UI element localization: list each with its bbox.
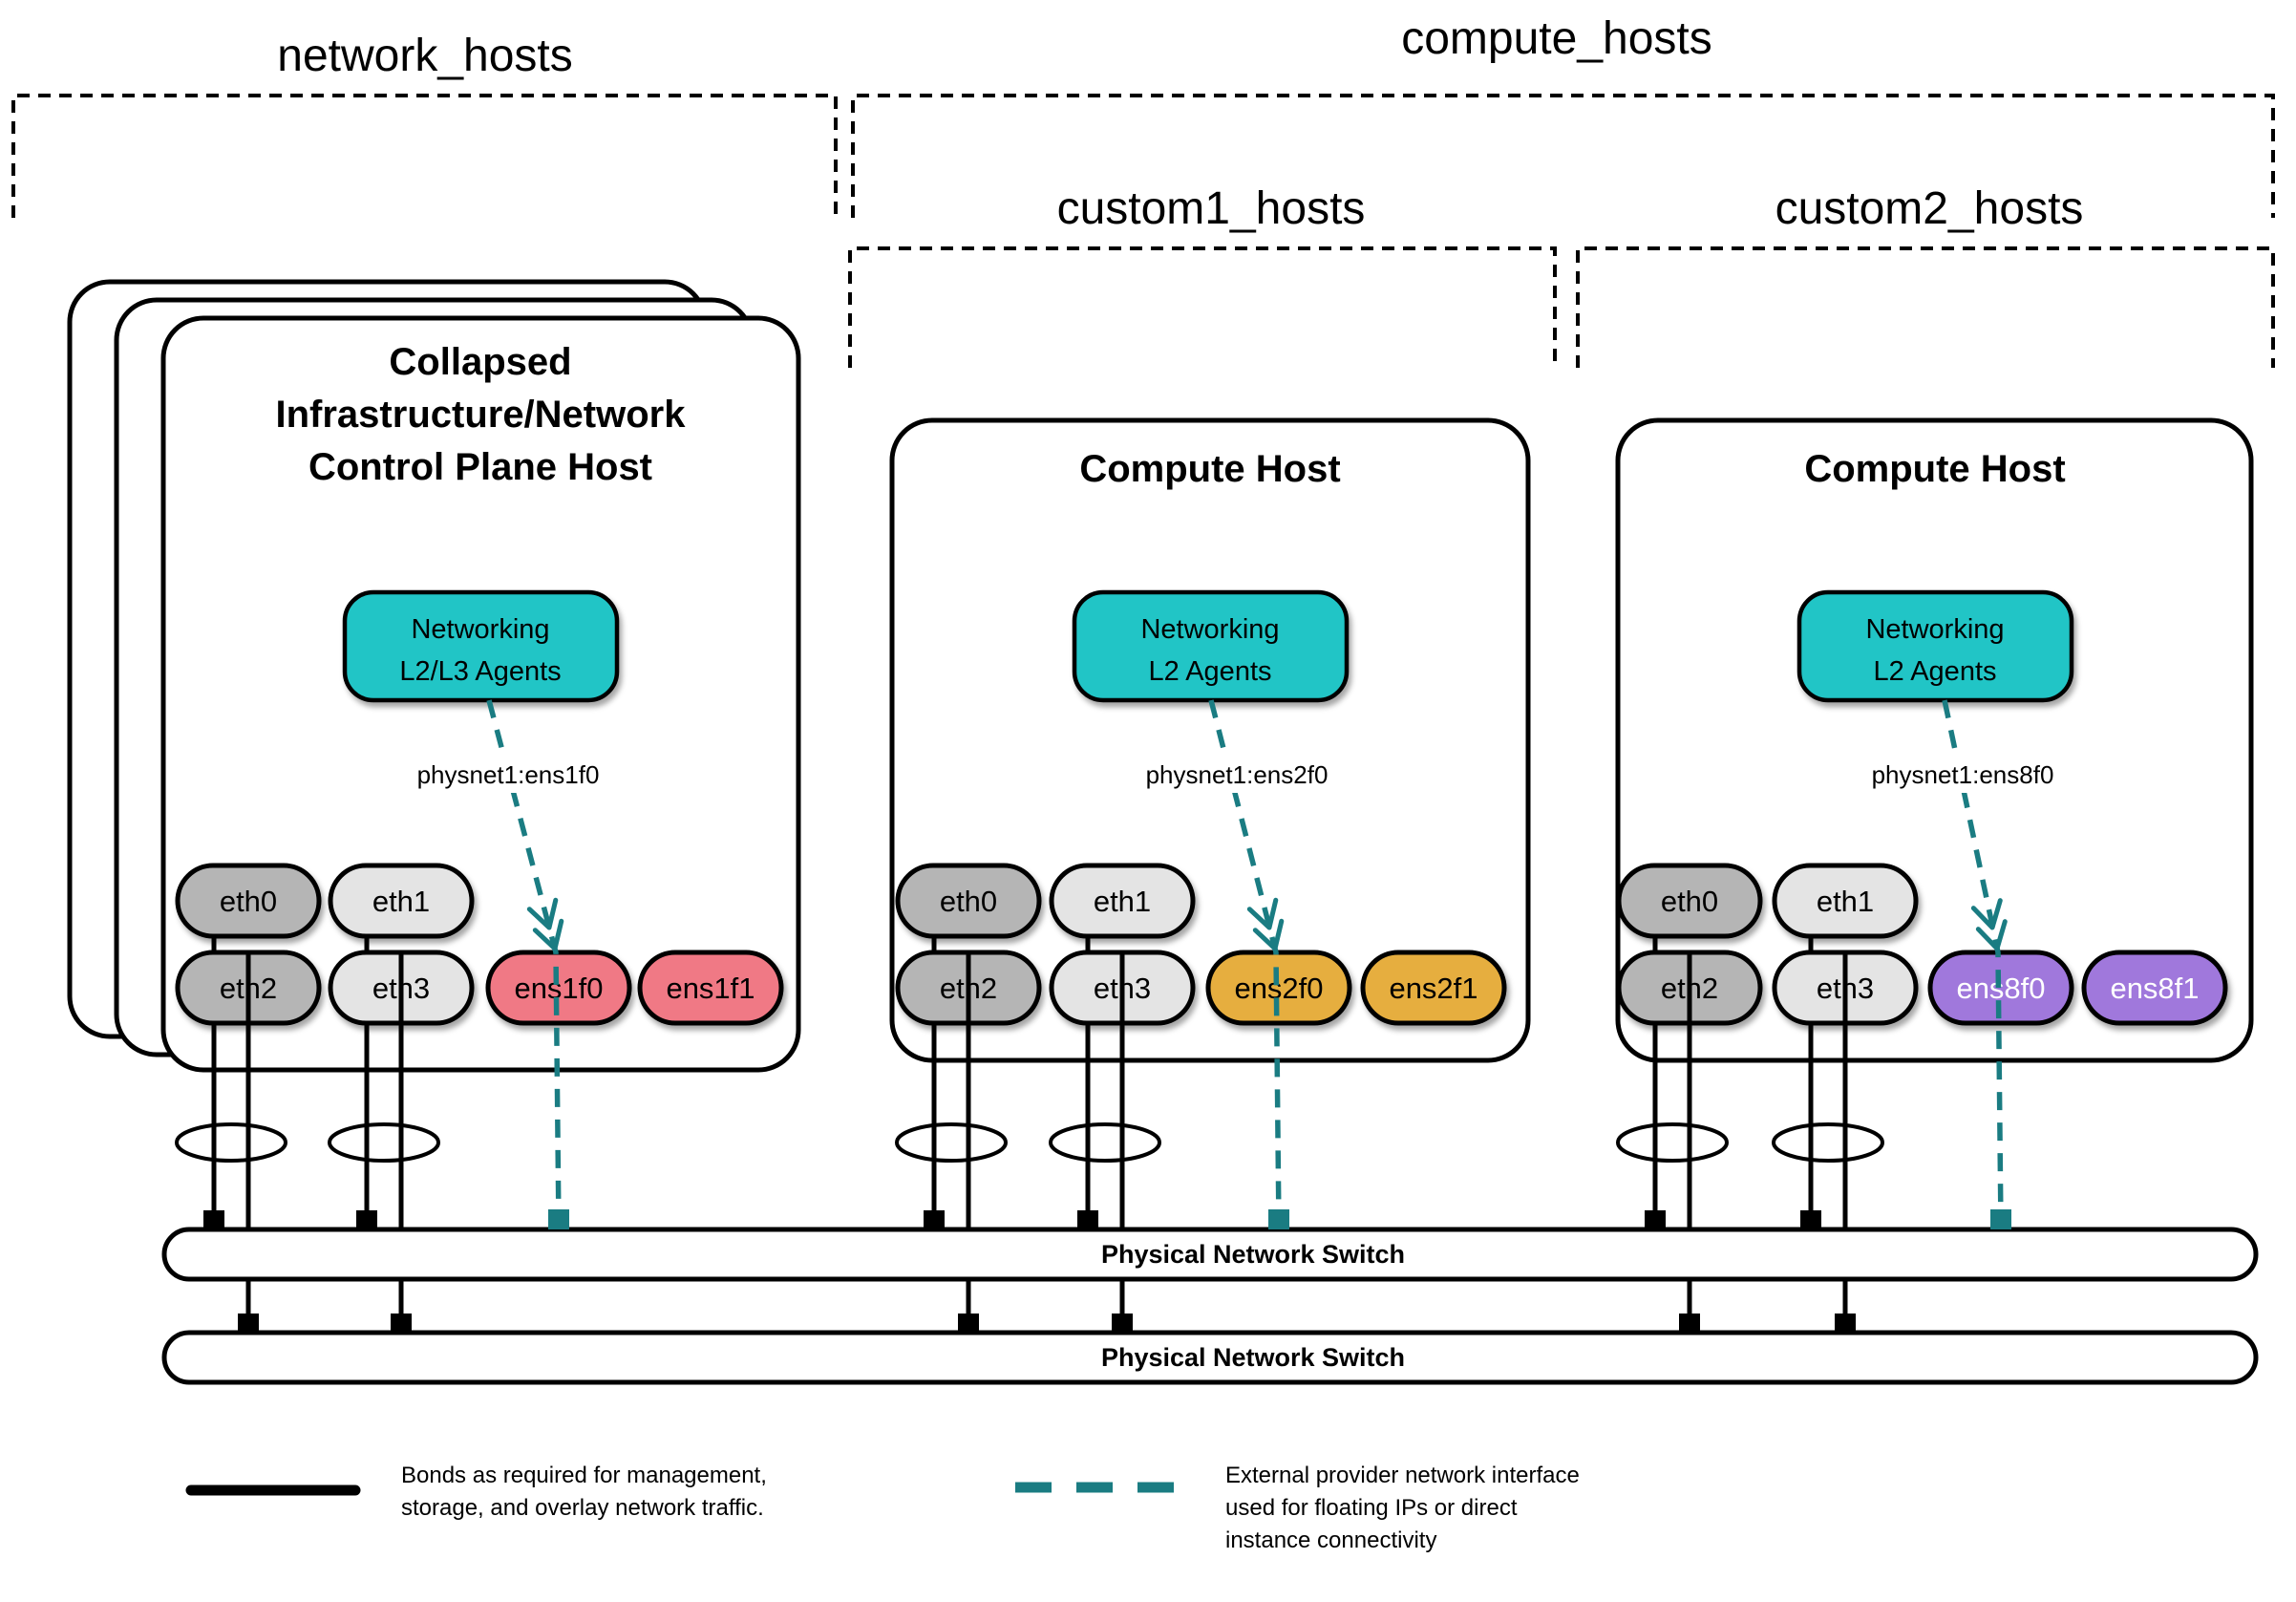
physnet-label-compute2: physnet1:ens8f0 — [1872, 760, 2054, 789]
switch2-label: Physical Network Switch — [1101, 1343, 1405, 1372]
nic-pill-compute1-eth0 — [895, 863, 1042, 939]
nic-label: ens8f1 — [2110, 972, 2199, 1005]
arrowhead-chevron — [1252, 918, 1285, 951]
connector-square — [1112, 1314, 1133, 1333]
physnet-label-bg — [1132, 753, 1342, 793]
physnet-label-infra: physnet1:ens1f0 — [417, 760, 600, 789]
provider-arrow-compute2 — [1942, 699, 2004, 1228]
arrowhead-chevron — [532, 918, 564, 951]
nic-pill-infra-eth1 — [328, 863, 475, 939]
bond-ellipse — [328, 1122, 440, 1163]
nic-pill-infra-ens1f1 — [637, 950, 784, 1026]
bond-ellipse — [895, 1122, 1008, 1163]
connector-square — [1835, 1314, 1856, 1333]
legend-provider-text-line2: used for floating IPs or direct — [1225, 1495, 1518, 1521]
nic-label: eth2 — [220, 972, 277, 1005]
agent-box-compute1 — [1072, 589, 1350, 703]
arrowhead-chevron — [1246, 897, 1279, 930]
bond-ellipse — [1616, 1122, 1729, 1163]
host-infra-title-line2: Infrastructure/Network — [276, 394, 687, 436]
connector-square — [958, 1314, 979, 1333]
bracket-network-hosts — [11, 94, 838, 218]
nic-label: eth3 — [1817, 972, 1874, 1005]
connector-square — [391, 1314, 412, 1333]
provider-connector-square — [1990, 1209, 2011, 1229]
bond-ellipse — [175, 1122, 287, 1163]
switch1-label: Physical Network Switch — [1101, 1240, 1405, 1269]
agent-box-infra — [342, 589, 620, 703]
nic-label: eth1 — [1094, 885, 1151, 918]
agent-label: Networking — [1865, 614, 2004, 645]
connector-square — [238, 1314, 259, 1333]
nic-pill-compute2-eth0 — [1616, 863, 1763, 939]
agent-label: Networking — [1140, 614, 1279, 645]
agent-label: L2 Agents — [1874, 656, 1997, 687]
legend-provider-text-line1: External provider network interface — [1225, 1463, 1580, 1488]
switch2-bar — [161, 1330, 2259, 1385]
nic-pill-infra-eth0 — [175, 863, 322, 939]
agent-box-compute2 — [1796, 589, 2074, 703]
connector-square — [1645, 1210, 1666, 1229]
provider-arrow-compute1 — [1208, 699, 1282, 1228]
provider-connector-square — [548, 1209, 569, 1229]
physnet-label-bg — [403, 753, 613, 793]
host-compute1-title: Compute Host — [1079, 448, 1340, 490]
agent-label: Networking — [411, 614, 549, 645]
legend-bond-text-line2: storage, and overlay network traffic. — [401, 1495, 764, 1521]
agent-label: L2 Agents — [1149, 656, 1272, 687]
group-label-compute-hosts: compute_hosts — [1401, 13, 1712, 64]
legend-bond-text-line1: Bonds as required for management, — [401, 1463, 767, 1488]
nic-label: eth0 — [220, 885, 277, 918]
bracket-custom1-hosts — [848, 246, 1557, 368]
nic-label: ens2f1 — [1389, 972, 1478, 1005]
nic-label: eth1 — [372, 885, 430, 918]
host-compute2-title: Compute Host — [1804, 448, 2065, 490]
provider-connector-square — [1268, 1209, 1289, 1229]
nic-pill-compute1-eth1 — [1049, 863, 1196, 939]
agent-label: L2/L3 Agents — [399, 656, 561, 687]
arrowhead-chevron — [1975, 919, 2008, 951]
nic-pill-compute2-eth1 — [1772, 863, 1919, 939]
connector-square — [924, 1210, 945, 1229]
nic-label: eth2 — [1661, 972, 1718, 1005]
bond-ellipse — [1049, 1122, 1161, 1163]
nic-label: eth3 — [1094, 972, 1151, 1005]
connector-square — [203, 1210, 224, 1229]
nic-pill-compute1-ens2f1 — [1360, 950, 1507, 1026]
nic-label: eth1 — [1817, 885, 1874, 918]
host-infra-title-line1: Collapsed — [389, 341, 571, 383]
connector-square — [1800, 1210, 1821, 1229]
physnet-label-compute1: physnet1:ens2f0 — [1146, 760, 1329, 789]
group-label-custom2-hosts: custom2_hosts — [1775, 183, 2084, 234]
nic-pill-compute1-ens2f0 — [1205, 950, 1352, 1026]
nic-pill-compute2-ens8f1 — [2081, 950, 2228, 1026]
connector-square — [1077, 1210, 1098, 1229]
group-label-custom1-hosts: custom1_hosts — [1057, 183, 1366, 234]
nic-pill-infra-ens1f0 — [485, 950, 632, 1026]
bond-ellipse — [1772, 1122, 1884, 1163]
connector-square — [1679, 1314, 1700, 1333]
nic-label: ens1f1 — [666, 972, 755, 1005]
nic-label: eth3 — [372, 972, 430, 1005]
legend-provider-text-line3: instance connectivity — [1225, 1527, 1436, 1553]
group-label-network-hosts: network_hosts — [277, 31, 573, 81]
nic-label: eth2 — [940, 972, 997, 1005]
physnet-label-bg — [1858, 753, 2068, 793]
bracket-compute-hosts — [851, 94, 2275, 218]
arrowhead-chevron — [1970, 898, 2003, 930]
connector-square — [356, 1210, 377, 1229]
nic-label: eth0 — [940, 885, 997, 918]
switch1-bar — [161, 1227, 2259, 1282]
nic-label: eth0 — [1661, 885, 1718, 918]
host-infra-title-line3: Control Plane Host — [308, 446, 652, 488]
provider-arrow-infra — [486, 699, 562, 1228]
bracket-custom2-hosts — [1576, 246, 2275, 368]
arrowhead-chevron — [526, 897, 559, 930]
